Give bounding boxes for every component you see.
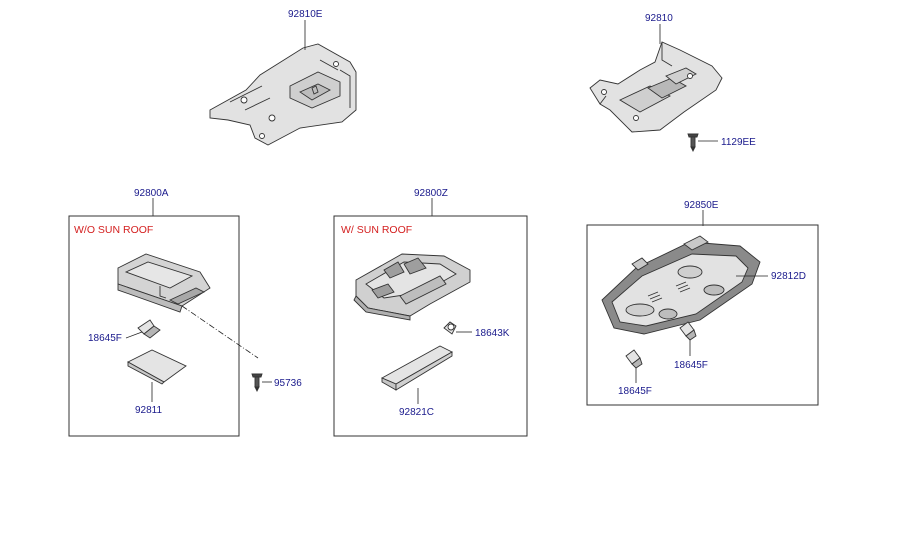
lens-92821c: [380, 345, 453, 391]
label-18645f-c: 18645F: [618, 386, 652, 397]
caption-wo-sunroof: W/O SUN ROOF: [74, 224, 153, 236]
label-92800z: 92800Z: [414, 188, 448, 199]
map-lamp-92800z: [353, 253, 471, 321]
bulb-18645f-b: [679, 321, 697, 341]
caption-w-sunroof: W/ SUN ROOF: [341, 224, 412, 236]
label-18645f-b: 18645F: [674, 360, 708, 371]
screw-1129ee: [687, 133, 699, 153]
label-92812d: 92812D: [771, 271, 806, 282]
console-lamp-92850e: [601, 235, 761, 335]
group-box-wo-sunroof: [68, 215, 240, 437]
label-92810e: 92810E: [288, 9, 323, 20]
leader-18645f-a: [125, 331, 143, 339]
bulb-18645f-a: [137, 319, 161, 339]
lens-92811: [127, 349, 187, 385]
screw-95736: [251, 373, 263, 393]
bulb-18643k: [443, 321, 457, 335]
map-lamp-92800a: [117, 253, 211, 313]
leader-dashdot-95736: [181, 305, 259, 359]
bracket-92810e: [209, 43, 357, 146]
label-1129ee: 1129EE: [721, 137, 756, 148]
label-95736: 95736: [274, 378, 302, 389]
label-92811: 92811: [135, 405, 163, 416]
label-18643k: 18643K: [475, 328, 510, 339]
label-92800a: 92800A: [134, 188, 169, 199]
bulb-18645f-c: [625, 349, 643, 369]
label-92821c: 92821C: [399, 407, 434, 418]
label-92850e: 92850E: [684, 200, 719, 211]
label-18645f-a: 18645F: [88, 333, 122, 344]
group-box-92850e: [586, 224, 819, 406]
group-box-w-sunroof: [333, 215, 528, 437]
bracket-92810: [589, 41, 723, 133]
label-92810: 92810: [645, 13, 673, 24]
